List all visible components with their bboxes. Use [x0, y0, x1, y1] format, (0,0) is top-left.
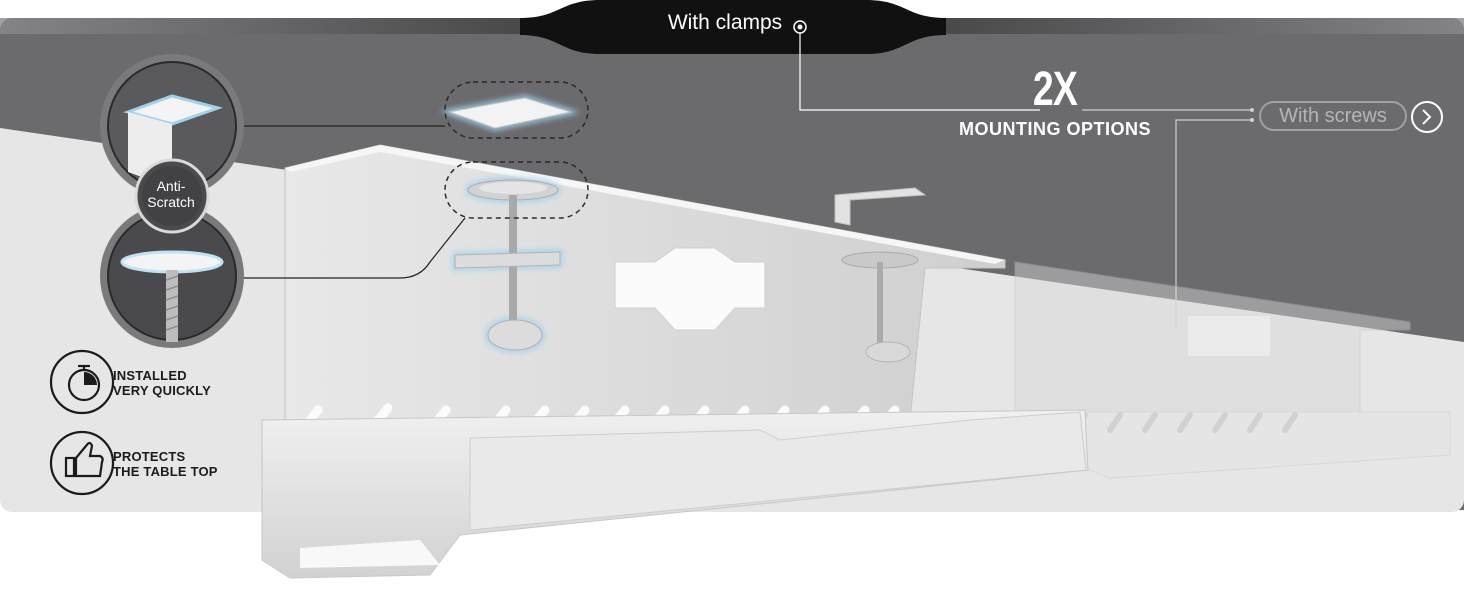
clamp-tray	[261, 144, 1089, 579]
feature-install-line2: VERY QUICKLY	[113, 383, 212, 398]
tab-shape	[520, 0, 946, 54]
anti-scratch-line2: Scratch	[147, 194, 195, 210]
feature-protect-line2: THE TABLE TOP	[113, 464, 218, 479]
stopwatch-icon	[49, 349, 115, 415]
anti-scratch-label: Anti- Scratch	[137, 178, 205, 210]
thumbs-up-icon	[49, 430, 115, 496]
mounting-count: 2X	[1032, 63, 1078, 116]
with-screws-button[interactable]: With screws	[1259, 101, 1407, 131]
feature-install: INSTALLED VERY QUICKLY	[113, 368, 211, 398]
anti-scratch-line1: Anti-	[156, 178, 186, 194]
feature-protect: PROTECTS THE TABLE TOP	[113, 449, 218, 479]
zoom-callouts	[100, 54, 244, 348]
chevron-right-icon[interactable]	[1411, 101, 1443, 133]
mounting-subtitle: MOUNTING OPTIONS	[959, 119, 1151, 139]
highlighted-clamp	[230, 81, 589, 353]
tab-with-clamps[interactable]: With clamps	[667, 11, 783, 34]
feature-install-line1: INSTALLED	[113, 368, 187, 383]
feature-protect-line1: PROTECTS	[113, 449, 186, 464]
